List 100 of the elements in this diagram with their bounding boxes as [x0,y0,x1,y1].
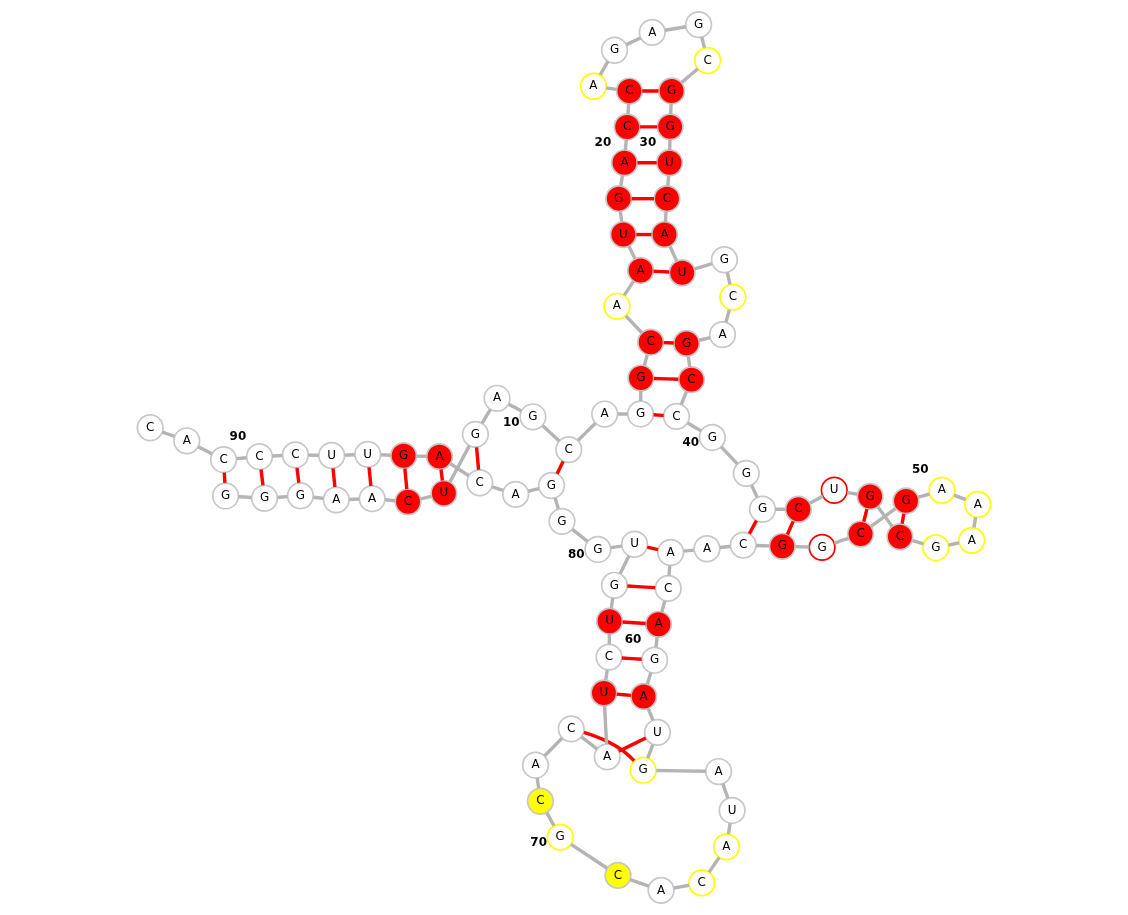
connector [367,467,373,487]
connector [683,548,695,553]
node-circle: C [637,328,665,356]
connector [272,453,283,458]
node-label: 20 [594,134,612,149]
node-circle: G [600,36,629,64]
node-circle: G [856,482,884,511]
node-circle: A [425,443,454,471]
node-circle: G [600,571,629,599]
node-circle: A [610,149,639,177]
connector [666,175,671,186]
node-circle: A [638,18,666,47]
node-circle: A [483,384,511,412]
connector [631,196,654,201]
node-circle: A [657,538,685,567]
connector [642,89,659,93]
node-circle: C [886,523,914,551]
connector [616,692,631,698]
connector [527,486,540,493]
node-circle: C [688,869,716,897]
connector [420,494,432,501]
connector [664,25,687,32]
connector [653,376,679,381]
node-circle: C [846,520,875,548]
node-circle: C [604,861,632,890]
node-label: 30 [639,134,657,149]
node-circle: G [657,77,686,105]
connector [627,584,656,590]
node-circle: G [768,532,796,560]
connector [416,454,427,459]
connector [870,507,897,528]
connector [349,497,360,502]
connector [646,545,659,552]
connector [480,408,492,425]
node-circle: G [922,534,950,562]
connector [626,103,631,115]
connector [474,447,481,470]
node-circle: C [613,113,641,141]
connector [680,67,699,84]
node-label: 90 [229,428,247,443]
connector [694,261,713,271]
node-circle: A [173,427,201,455]
connector [656,768,706,774]
connector [621,656,642,662]
node-circle: A [712,833,741,861]
node-circle: G [629,756,657,784]
connector [313,495,324,501]
node-circle: C [281,441,310,469]
node-circle: G [710,246,739,274]
node-circle: C [677,365,706,394]
connector [508,402,523,413]
node-circle: G [672,329,701,357]
connector [668,103,673,115]
connector [308,453,319,457]
node-circle: G [684,10,713,39]
connector [344,453,355,457]
node-circle: A [964,490,992,519]
node-circle: C [615,77,644,105]
connector [719,544,731,550]
node-circle: C [136,414,164,442]
connector [679,391,689,406]
connector [609,597,615,609]
node-circle: A [322,486,350,514]
node-circle: U [668,259,696,287]
node-circle: A [502,480,530,509]
node-circle: A [593,743,621,771]
node-circle: A [693,535,721,563]
node-circle: A [579,72,608,100]
connector [833,536,849,545]
node-circle: U [317,441,346,470]
connector [277,494,288,500]
node-circle: G [537,471,566,500]
node-label: 40 [682,435,700,450]
node-circle: A [644,610,673,638]
connector [720,445,739,466]
node-circle: U [590,679,618,707]
connector [653,269,670,274]
connector [535,777,541,789]
node-circle: C [394,488,422,516]
connector [580,735,599,751]
connector [747,519,758,535]
node-circle: G [732,459,760,487]
node-label: 10 [503,414,520,429]
node-circle: C [653,185,681,213]
node-circle: C [693,46,722,75]
connector [541,424,561,443]
connector [721,783,730,799]
connector [380,453,391,457]
node-circle: G [656,113,684,141]
connector [577,422,597,442]
node-circle: G [250,484,279,512]
connector [403,468,409,490]
node-circle: G [892,487,920,515]
connector [686,421,702,433]
connector [619,175,625,186]
connector [654,637,659,648]
connector [259,469,265,486]
node-label: 70 [530,834,547,849]
node-circle: C [662,402,691,430]
node-circle: G [286,482,315,510]
